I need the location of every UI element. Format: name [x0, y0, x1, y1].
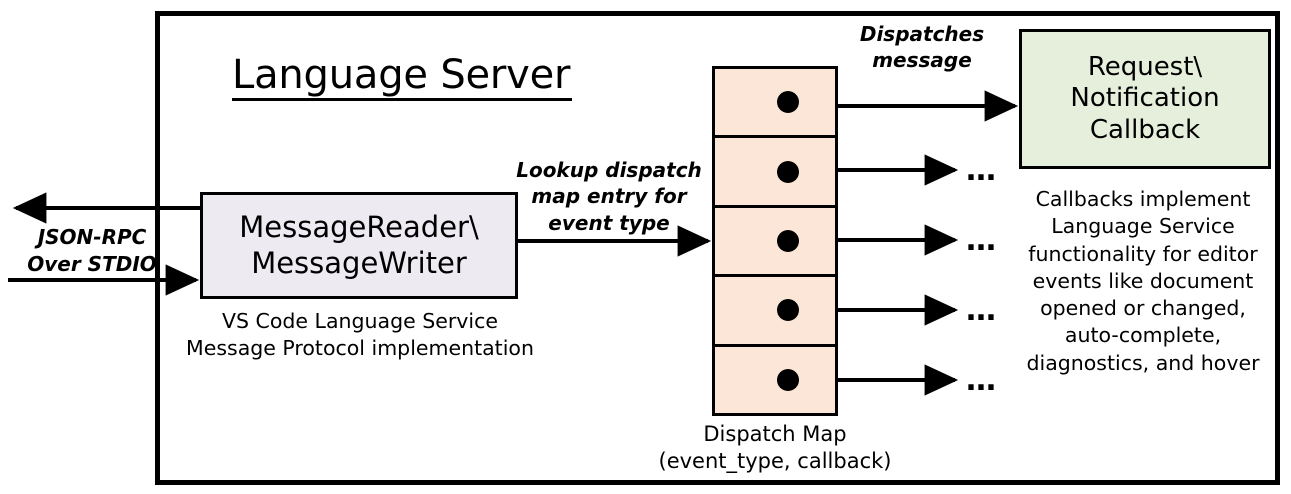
dispatch-entry-dot-icon: [777, 299, 799, 322]
dispatch-map-row[interactable]: [715, 347, 835, 413]
dispatch-entry-dot-icon: [777, 160, 799, 183]
message-reader-writer-caption: VS Code Language Service Message Protoco…: [186, 309, 534, 360]
dispatch-entry-dot-icon: [777, 230, 799, 253]
dispatch-entry-dot-icon: [777, 368, 799, 391]
dispatch-map-table[interactable]: [712, 66, 838, 416]
dispatch-entry-dot-icon: [777, 91, 799, 114]
request-notification-callback-label: Request\ Notification Callback: [1070, 52, 1220, 145]
dispatch-map-row[interactable]: [715, 277, 835, 347]
page-title: Language Server: [232, 53, 572, 102]
lookup-dispatch-label: Lookup dispatch map entry for event type: [516, 158, 702, 235]
dispatch-map-caption: Dispatch Map (event_type, callback): [658, 422, 892, 474]
dispatch-map-row[interactable]: [715, 69, 835, 139]
dispatch-map-row[interactable]: [715, 138, 835, 208]
language-server-frame: [155, 11, 1280, 485]
request-notification-callback-box[interactable]: Request\ Notification Callback: [1019, 29, 1271, 169]
dispatch-row-4-ellipsis: …: [966, 293, 999, 328]
dispatch-map-row[interactable]: [715, 208, 835, 278]
message-reader-writer-box[interactable]: MessageReader\ MessageWriter: [200, 192, 518, 299]
dispatch-row-5-ellipsis: …: [966, 363, 999, 398]
callback-description: Callbacks implement Language Service fun…: [1026, 187, 1260, 375]
dispatch-row-2-ellipsis: …: [966, 153, 999, 188]
message-reader-writer-label: MessageReader\ MessageWriter: [239, 210, 479, 280]
dispatches-message-label: Dispatches message: [859, 22, 985, 73]
dispatch-row-3-ellipsis: …: [966, 223, 999, 258]
jsonrpc-transport-label: JSON-RPC Over STDIO: [27, 225, 157, 276]
